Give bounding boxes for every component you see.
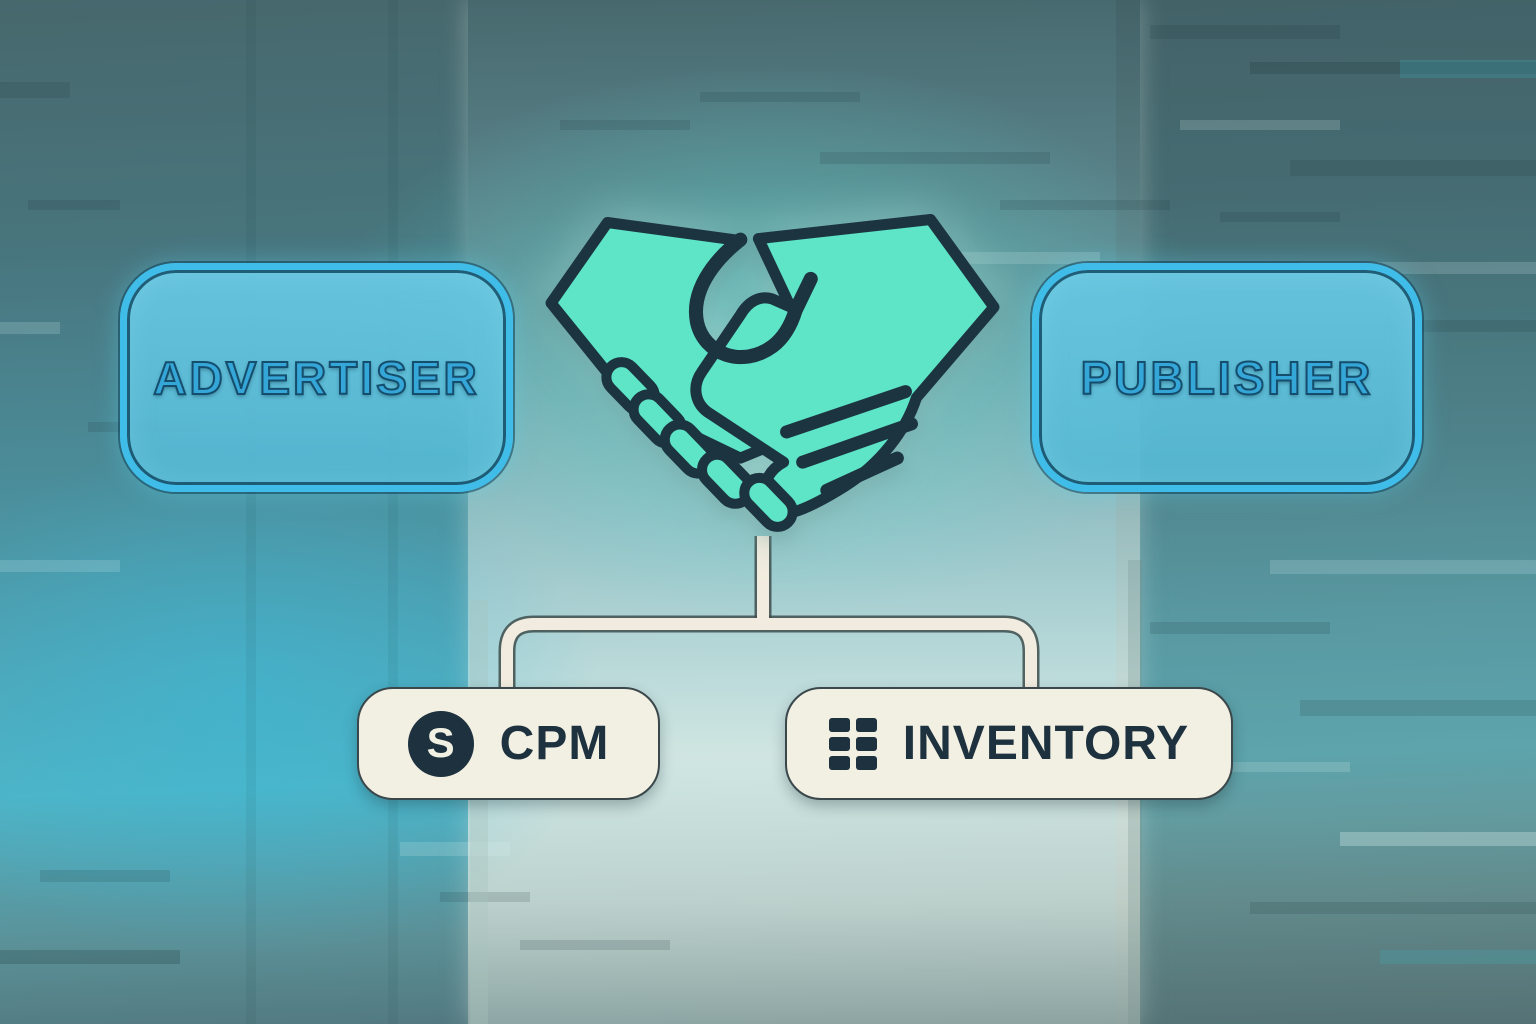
handshake-icon [545, 213, 1000, 532]
advertiser-label: ADVERTISER [152, 351, 480, 405]
cpm-label: CPM [499, 717, 610, 770]
inventory-label: INVENTORY [902, 717, 1190, 770]
dollar-circle-icon: S [407, 710, 474, 777]
publisher-label: PUBLISHER [1080, 351, 1374, 405]
dollar-circle-letter: S [426, 718, 455, 766]
cpm-node: S CPM [357, 687, 660, 800]
advertiser-node: ADVERTISER [120, 263, 513, 492]
grid-icon [828, 717, 877, 770]
publisher-node: PUBLISHER [1032, 263, 1422, 492]
inventory-node: INVENTORY [785, 687, 1233, 800]
